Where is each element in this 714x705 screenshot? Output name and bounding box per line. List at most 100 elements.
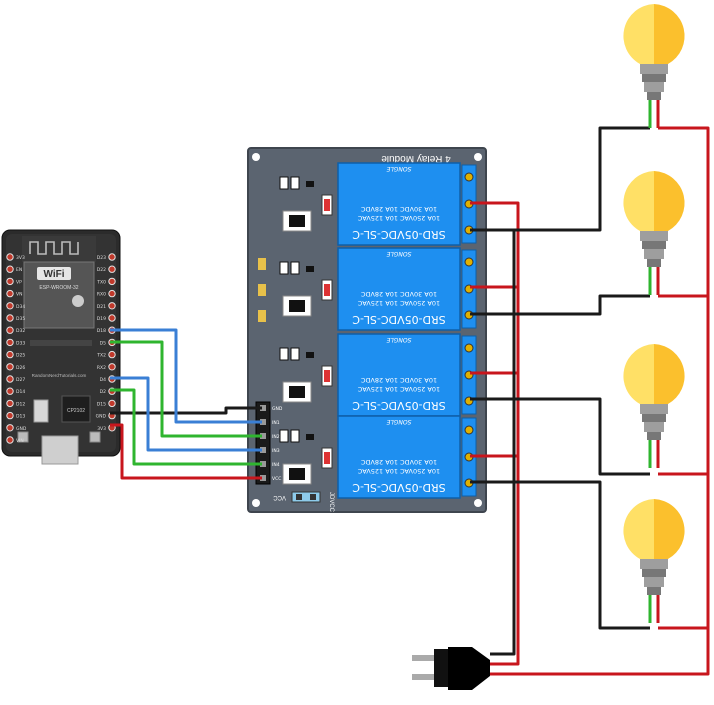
relay-model: SRD-05VDC-SL-C bbox=[352, 399, 446, 412]
smd-component bbox=[290, 429, 300, 443]
esp32-board: WiFi ESP-WROOM-32 RandomNerdTutorials.co… bbox=[1, 229, 121, 465]
bulb-glass-right bbox=[654, 499, 685, 559]
light-bulb-icon bbox=[623, 4, 685, 128]
wire-lamp3 bbox=[470, 397, 650, 476]
esp32-pin bbox=[6, 302, 14, 310]
led-1 bbox=[258, 258, 266, 270]
esp32-pin-label: D26 bbox=[16, 365, 25, 371]
transistor bbox=[306, 434, 314, 440]
bulb-base bbox=[644, 82, 664, 92]
bulb-glass-left bbox=[623, 499, 654, 559]
esp32-pin-label: D14 bbox=[16, 389, 25, 395]
wire-in1 bbox=[110, 328, 262, 424]
esp32-pin-label: 3V3 bbox=[16, 255, 25, 261]
esp32-pin bbox=[108, 253, 116, 261]
input-pin-label: VCC bbox=[272, 476, 281, 482]
wire-gnd bbox=[110, 406, 262, 415]
esp32-pin-label: RX2 bbox=[97, 365, 106, 371]
smd-component bbox=[279, 176, 289, 190]
esp32-module-label: ESP-WROOM-32 bbox=[39, 285, 78, 291]
esp32-pin-label: TX0 bbox=[96, 279, 106, 285]
bulb-glass-right bbox=[654, 171, 685, 231]
input-pin-label: IN1 bbox=[272, 420, 280, 426]
esp32-pin-label: D25 bbox=[16, 353, 25, 359]
bulb-base bbox=[642, 569, 666, 577]
esp32-pin-label: D35 bbox=[16, 316, 25, 322]
esp32-pin-label: D21 bbox=[97, 304, 106, 310]
bulb-base bbox=[647, 259, 661, 267]
wire-relay-common bbox=[470, 201, 520, 666]
relay-rating-1: 10A 250VAC 10A 125VAC bbox=[357, 385, 440, 393]
esp32-pin-label: D32 bbox=[16, 328, 25, 334]
smd-component bbox=[279, 347, 289, 361]
website-label: RandomNerdTutorials.com bbox=[32, 373, 87, 378]
bulb-base bbox=[642, 241, 666, 249]
jumper-label-jdvcc: JDVCC bbox=[328, 492, 334, 513]
esp32-pin bbox=[108, 350, 116, 359]
input-pin bbox=[260, 405, 266, 411]
esp32-pin-label: D22 bbox=[97, 267, 106, 273]
usb-port bbox=[41, 435, 79, 465]
esp32-pin-label: TX2 bbox=[96, 353, 106, 359]
esp32-pin-label: D34 bbox=[16, 304, 25, 310]
esp32-pin bbox=[108, 302, 116, 310]
smd-component bbox=[290, 347, 300, 361]
optocoupler-chip bbox=[289, 300, 305, 312]
relay-rating-2: 10A 30VDC 10A 28VDC bbox=[360, 290, 437, 298]
esp32-pin bbox=[6, 338, 14, 347]
esp32-pin-label: VIN bbox=[16, 438, 24, 444]
antenna-area bbox=[22, 236, 96, 262]
esp32-pin bbox=[108, 314, 116, 322]
wire-vcc bbox=[110, 423, 262, 480]
wire-lamp2 bbox=[470, 294, 650, 316]
esp32-pin bbox=[6, 265, 14, 273]
bulb-base bbox=[640, 404, 668, 414]
esp32-pin-labels: 3V3ENVPVND34D35D32D33D25D26D27D14D12D13G… bbox=[16, 255, 107, 444]
relay-body bbox=[337, 162, 461, 246]
smd-component bbox=[290, 261, 300, 275]
esp32-pin bbox=[6, 411, 14, 420]
esp32-pin bbox=[108, 265, 116, 273]
terminal-screw bbox=[464, 343, 474, 353]
control-wires bbox=[110, 328, 262, 480]
input-pin bbox=[260, 475, 266, 481]
esp32-pin-label: D33 bbox=[16, 340, 25, 346]
transistor bbox=[306, 181, 314, 187]
esp32-pin-label: 3V3 bbox=[97, 426, 106, 432]
esp32-pin-label: VP bbox=[16, 279, 22, 285]
light-bulb-icon bbox=[623, 499, 685, 623]
esp32-pin bbox=[6, 424, 14, 432]
relay-module-title: 4 Relay Module bbox=[381, 153, 451, 164]
esp32-pin bbox=[6, 375, 14, 383]
esp32-pin bbox=[6, 387, 14, 395]
smd-component bbox=[279, 261, 289, 275]
led-3 bbox=[258, 310, 266, 322]
relay-rating-1: 10A 250VAC 10A 125VAC bbox=[357, 214, 440, 222]
esp32-pin bbox=[108, 289, 116, 298]
esp32-pin-label: D5 bbox=[100, 340, 106, 346]
optocoupler-chip bbox=[289, 215, 305, 227]
terminal-screw bbox=[464, 172, 474, 182]
input-pin bbox=[260, 419, 266, 425]
esp32-pin-label: D18 bbox=[97, 328, 106, 334]
input-pins bbox=[260, 405, 266, 481]
esp32-pin-label: D12 bbox=[16, 401, 25, 407]
relay-body bbox=[337, 247, 461, 331]
transistor bbox=[306, 352, 314, 358]
bulb-base bbox=[642, 74, 666, 82]
esp32-pin-label: GND bbox=[96, 414, 107, 420]
relay-body bbox=[337, 333, 461, 417]
esp32-pin-label: GND bbox=[16, 426, 27, 432]
wifi-logo: WiFi bbox=[43, 269, 64, 280]
relay-model: SRD-05VDC-SL-C bbox=[352, 313, 446, 326]
esp32-pin bbox=[108, 399, 116, 408]
esp32-pin bbox=[6, 314, 14, 322]
esp32-pin-label: D2 bbox=[100, 389, 106, 395]
input-pin-label: IN4 bbox=[272, 462, 280, 468]
